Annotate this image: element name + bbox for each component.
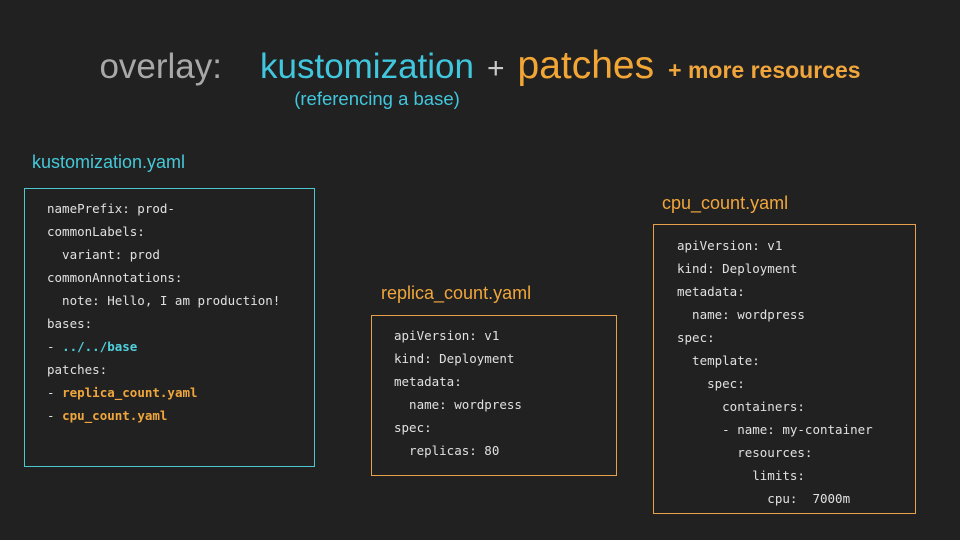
- title-kustomization: kustomization: [260, 47, 474, 86]
- code-text: - name: my-container: [677, 422, 873, 437]
- replica-count-file-label: replica_count.yaml: [381, 283, 532, 303]
- code-line: metadata:: [677, 280, 915, 303]
- code-text: commonLabels:: [47, 224, 145, 239]
- code-line: template:: [677, 349, 915, 372]
- code-line: cpu: 7000m: [677, 487, 915, 510]
- code-line: kind: Deployment: [677, 257, 915, 280]
- code-line: containers:: [677, 395, 915, 418]
- code-text: name: wordpress: [677, 307, 805, 322]
- code-line: apiVersion: v1: [677, 234, 915, 257]
- code-text: apiVersion: v1: [394, 328, 500, 343]
- code-text: limits:: [677, 468, 805, 483]
- code-text: patches:: [47, 362, 108, 377]
- title-patches: patches: [517, 44, 655, 87]
- code-highlight: ../../base: [62, 339, 138, 354]
- code-text: replicas: 80: [394, 443, 500, 458]
- title-overlay: overlay:: [99, 47, 222, 86]
- code-line: commonAnnotations:: [47, 266, 314, 289]
- code-line: metadata:: [394, 370, 616, 393]
- code-line: kind: Deployment: [394, 347, 616, 370]
- code-text: kind: Deployment: [394, 351, 515, 366]
- code-text: note: Hello, I am production!: [47, 293, 281, 308]
- code-text: containers:: [677, 399, 805, 414]
- code-line: limits:: [677, 464, 915, 487]
- code-line: - replica_count.yaml: [47, 381, 314, 404]
- code-text: bases:: [47, 316, 93, 331]
- code-text: resources:: [677, 445, 813, 460]
- code-line: spec:: [677, 372, 915, 395]
- code-text: namePrefix: prod-: [47, 201, 175, 216]
- kustomization-file-label: kustomization.yaml: [32, 152, 186, 172]
- code-text: template:: [677, 353, 760, 368]
- title-plus-sign: +: [486, 52, 505, 85]
- code-text: kind: Deployment: [677, 261, 798, 276]
- code-line: variant: prod: [47, 243, 314, 266]
- code-text: cpu: 7000m: [677, 491, 851, 506]
- code-highlight: cpu_count.yaml: [62, 408, 168, 423]
- code-text: spec:: [677, 330, 715, 345]
- code-text: apiVersion: v1: [677, 238, 783, 253]
- code-text: spec:: [394, 420, 432, 435]
- code-line: name: wordpress: [677, 303, 915, 326]
- code-line: spec:: [677, 326, 915, 349]
- title-more-resources: + more resources: [668, 57, 861, 83]
- code-line: bases:: [47, 312, 314, 335]
- code-line: name: wordpress: [394, 393, 616, 416]
- code-line: replicas: 80: [394, 439, 616, 462]
- code-highlight: replica_count.yaml: [62, 385, 198, 400]
- code-text: metadata:: [677, 284, 745, 299]
- code-line: commonLabels:: [47, 220, 314, 243]
- code-text: spec:: [677, 376, 745, 391]
- code-text: -: [47, 339, 63, 354]
- code-text: -: [47, 385, 63, 400]
- code-line: patches:: [47, 358, 314, 381]
- cpu-count-file-label: cpu_count.yaml: [662, 193, 789, 213]
- code-line: spec:: [394, 416, 616, 439]
- code-line: - name: my-container: [677, 418, 915, 441]
- code-line: - cpu_count.yaml: [47, 404, 314, 427]
- code-line: namePrefix: prod-: [47, 197, 314, 220]
- title-subtitle: (referencing a base): [294, 88, 460, 109]
- slide-title: overlay: kustomization + patches + more …: [0, 44, 960, 88]
- code-text: variant: prod: [47, 247, 160, 262]
- code-line: - ../../base: [47, 335, 314, 358]
- code-text: metadata:: [394, 374, 462, 389]
- code-line: apiVersion: v1: [394, 324, 616, 347]
- code-line: resources:: [677, 441, 915, 464]
- code-line: note: Hello, I am production!: [47, 289, 314, 312]
- code-text: name: wordpress: [394, 397, 522, 412]
- kustomization-code-box: namePrefix: prod-commonLabels: variant: …: [24, 188, 315, 467]
- code-text: -: [47, 408, 63, 423]
- code-text: commonAnnotations:: [47, 270, 183, 285]
